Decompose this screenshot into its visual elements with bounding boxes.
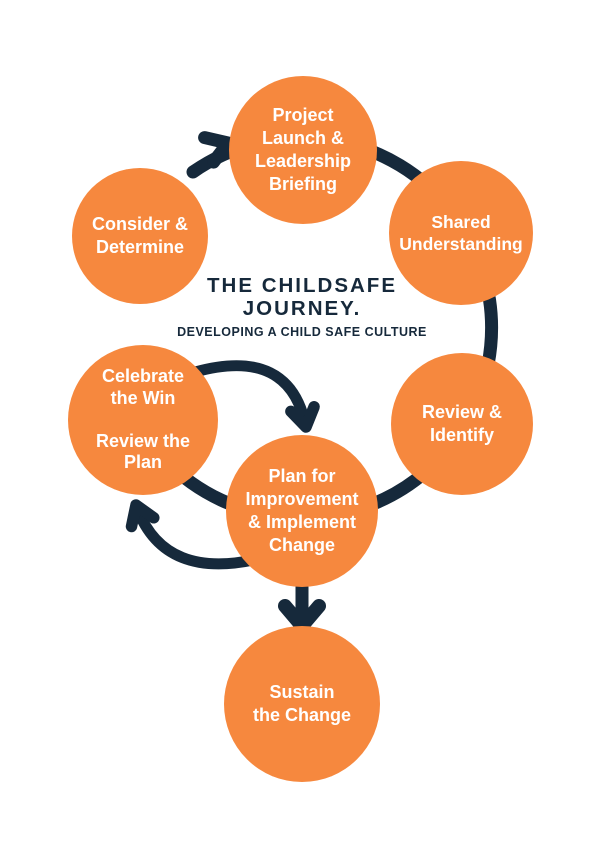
step-circle-review-identify: Review & Identify (391, 353, 533, 495)
step-circle-sustain-change: Sustain the Change (224, 626, 380, 782)
step-circle-celebrate-win-review-plan: Celebrate the Win Review the Plan (68, 345, 218, 495)
step-label: Shared Understanding (399, 211, 523, 254)
arrow-celebrate-to-plan (189, 360, 312, 433)
diagram-subtitle: DEVELOPING A CHILD SAFE CULTURE (177, 325, 427, 340)
arrow-plan-to-celebrate-head-icon (125, 499, 160, 533)
arrow-consider-to-project-icon (198, 131, 235, 169)
step-label: Review & Identify (421, 401, 503, 445)
arrow-celebrate-to-plan-head-icon (285, 401, 320, 433)
step-circle-project-launch-leadership-briefing: Project Launch & Leadership Briefing (229, 76, 377, 224)
diagram-title: THE CHILDSAFE JOURNEY. (207, 274, 397, 321)
step-label: Consider & Determine (91, 213, 188, 257)
step-circle-shared-understanding: Shared Understanding (389, 161, 533, 305)
arrow-plan-to-celebrate (131, 502, 268, 570)
title-block: THE CHILDSAFE JOURNEY. DEVELOPING A CHIL… (100, 274, 504, 339)
step-circle-consider-determine: Consider & Determine (72, 168, 208, 304)
step-label: Sustain the Change (252, 681, 351, 725)
step-label: Plan for Improvement & Implement Change (245, 465, 359, 556)
step-label: Project Launch & Leadership Briefing (254, 104, 352, 195)
step-circle-plan-improvement-implement-change: Plan for Improvement & Implement Change (226, 435, 378, 587)
step-label: Celebrate the Win Review the Plan (95, 366, 191, 473)
